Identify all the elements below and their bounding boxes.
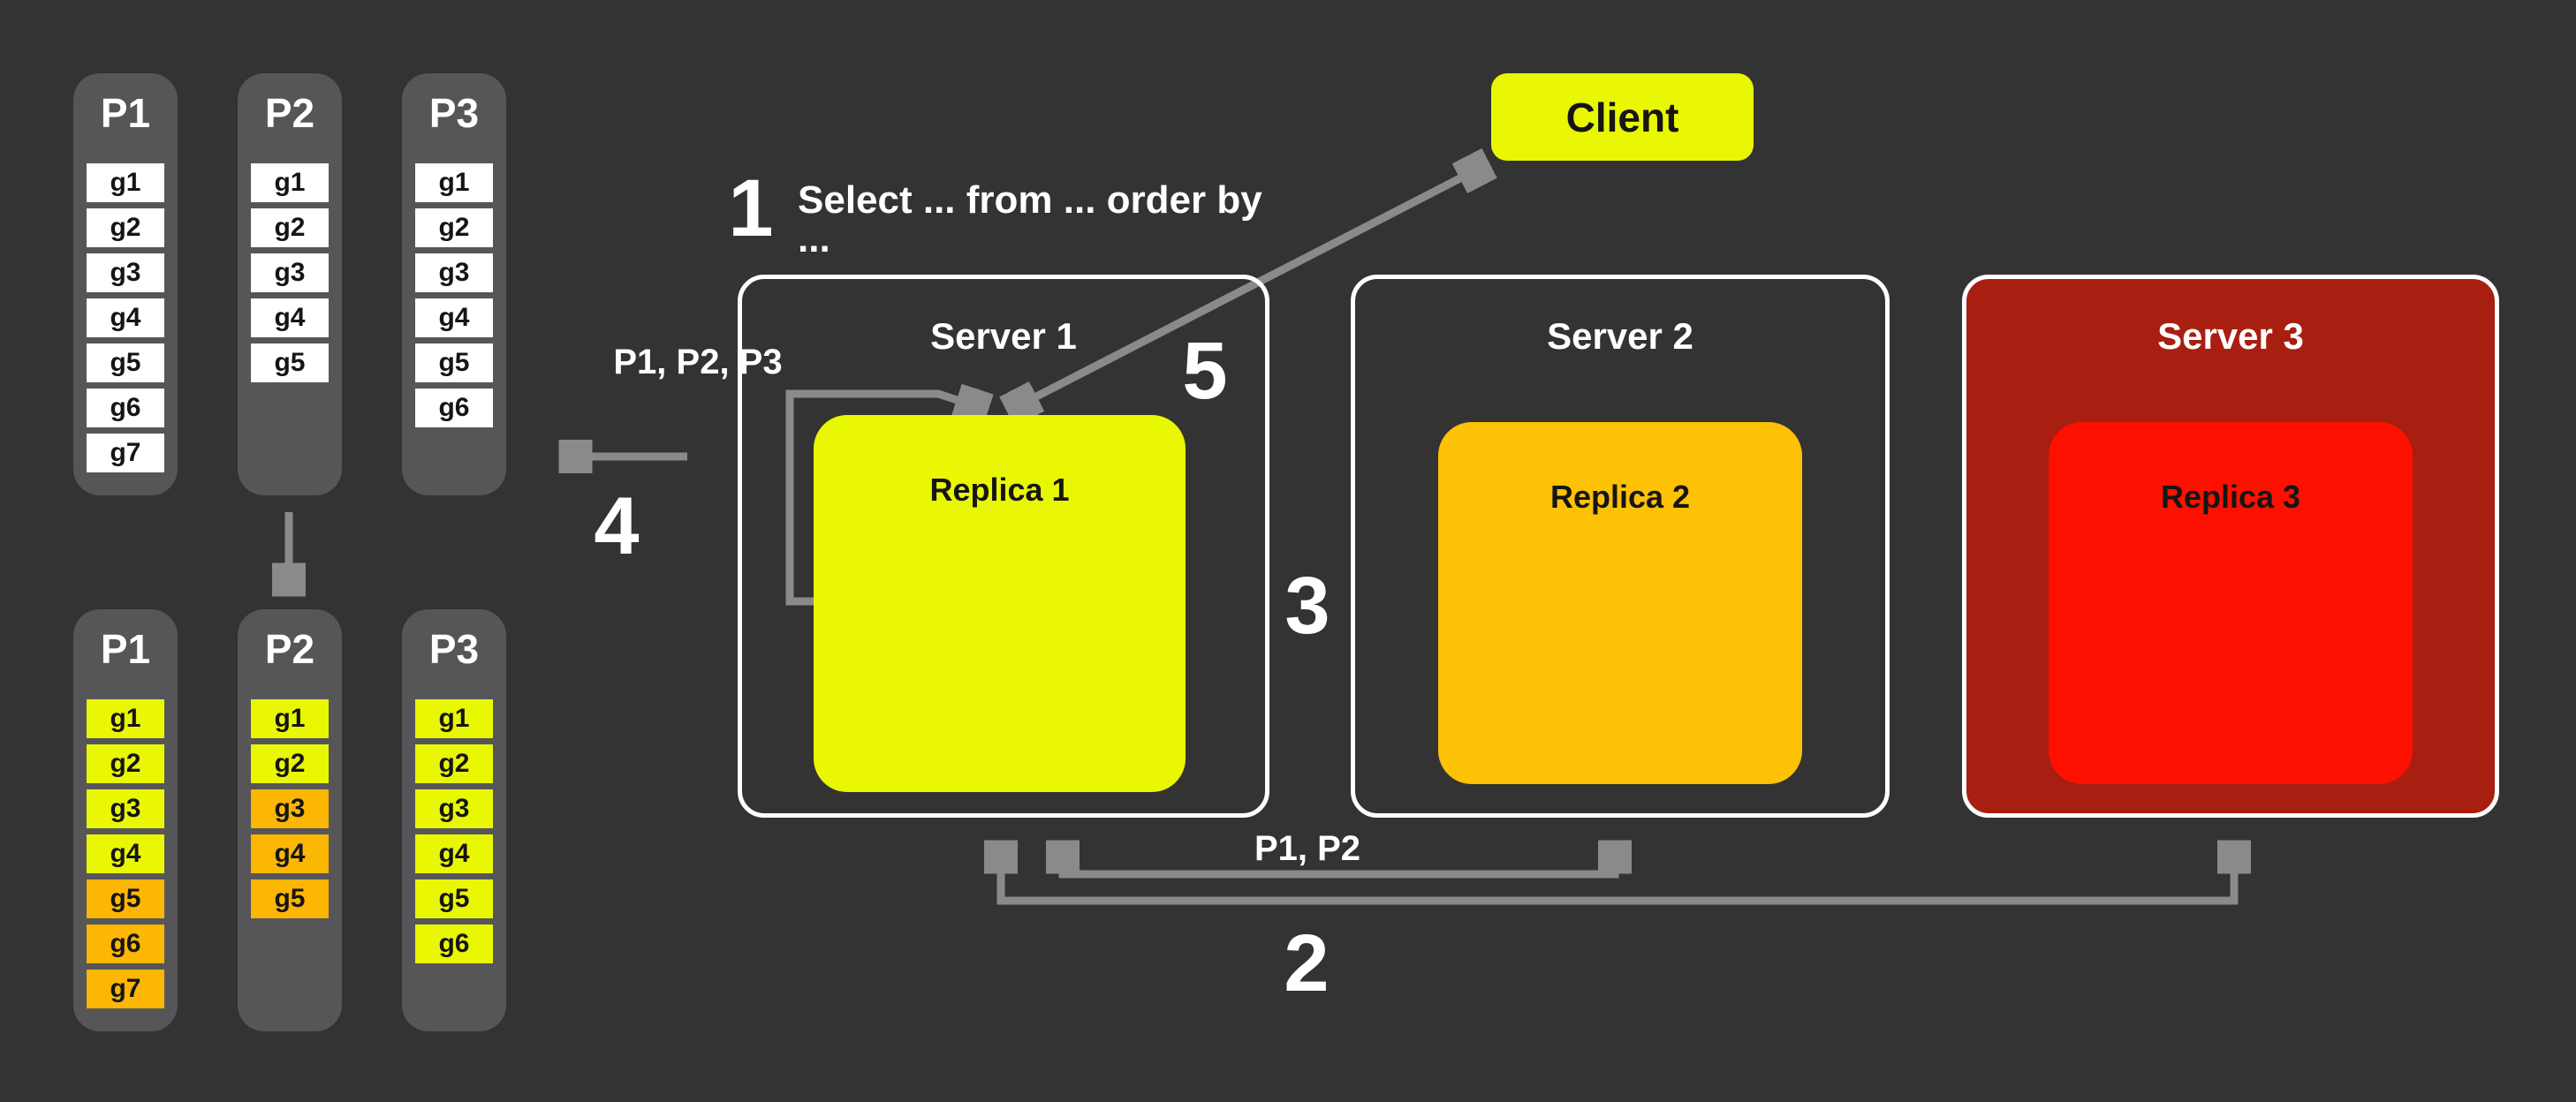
partition-cell: g6 — [87, 389, 164, 427]
partition-cell: g1 — [251, 163, 329, 202]
replica3-box: Replica 3 — [2049, 422, 2413, 784]
partition-column-p1-unsorted: P1 g1 g2 g3 g4 g5 g6 g7 — [73, 73, 178, 495]
partition-cell: g5 — [87, 879, 164, 918]
partition-cell: g6 — [415, 389, 493, 427]
partition-cell: g4 — [87, 834, 164, 873]
partition-column-p3-sorted: P3 g1 g2 g3 g4 g5 g6 — [402, 609, 506, 1031]
partition-cell: g5 — [251, 343, 329, 382]
partition-cells: g1 g2 g3 g4 g5 g6 — [402, 163, 506, 427]
partition-cell: g7 — [87, 970, 164, 1008]
partition-group-unsorted: P1 g1 g2 g3 g4 g5 g6 g7 P2 g1 g2 g3 g4 g5 P3 g1 g2 g3 g4 g5… — [73, 73, 506, 495]
step5-number: 5 — [1182, 326, 1228, 416]
partition-cell: g1 — [87, 699, 164, 738]
partition-cell: g3 — [87, 789, 164, 828]
partition-cell: g4 — [87, 298, 164, 337]
partition-cell: g5 — [251, 879, 329, 918]
partition-title: P2 — [264, 626, 315, 672]
partition-title: P3 — [428, 626, 480, 672]
partition-cell: g3 — [415, 253, 493, 292]
partition-cell: g4 — [251, 298, 329, 337]
partition-cell: g4 — [251, 834, 329, 873]
replica2-box: Replica 2 — [1438, 422, 1802, 784]
partition-cell: g6 — [87, 925, 164, 963]
query-text: Select ... from ... order by ... — [798, 178, 1262, 260]
partition-cells: g1 g2 g3 g4 g5 — [238, 163, 342, 382]
partition-cell: g2 — [415, 744, 493, 783]
step1-number: 1 — [728, 163, 774, 253]
partition-cell: g6 — [415, 925, 493, 963]
partition-cell: g1 — [251, 699, 329, 738]
partition-cell: g1 — [415, 163, 493, 202]
server3-label: Server 3 — [2157, 315, 2304, 357]
partition-column-p3-unsorted: P3 g1 g2 g3 g4 g5 g6 — [402, 73, 506, 495]
server2-label: Server 2 — [1547, 315, 1693, 357]
partition-cell: g2 — [251, 744, 329, 783]
partition-cell: g1 — [415, 699, 493, 738]
step2-number: 2 — [1284, 918, 1330, 1008]
partition-cell: g3 — [415, 789, 493, 828]
partition-cell: g2 — [87, 208, 164, 247]
partition-title: P2 — [264, 90, 315, 136]
client-box: Client — [1491, 73, 1754, 161]
partition-column-p1-sorted: P1 g1 g2 g3 g4 g5 g6 g7 — [73, 609, 178, 1031]
step4-number: 4 — [594, 481, 640, 571]
partition-cell: g3 — [251, 789, 329, 828]
partition-group-sorted: P1 g1 g2 g3 g4 g5 g6 g7 P2 g1 g2 g3 g4 g5 P3 g1 g2 g3 g4 g5… — [73, 609, 506, 1031]
partial-results-label: P1, P2 — [1254, 829, 1361, 868]
server1-server3-arrow — [1001, 850, 2234, 905]
step3-number: 3 — [1284, 561, 1330, 651]
partitions-label: P1, P2, P3 — [613, 343, 783, 381]
server1-box: Server 1 — [738, 275, 1269, 818]
partition-title: P3 — [428, 90, 480, 136]
partition-cells: g1 g2 g3 g4 g5 — [238, 699, 342, 918]
server1-label: Server 1 — [930, 315, 1077, 357]
partition-column-p2-unsorted: P2 g1 g2 g3 g4 g5 — [238, 73, 342, 495]
partition-title: P1 — [100, 90, 151, 136]
partition-cell: g2 — [415, 208, 493, 247]
partition-cell: g3 — [87, 253, 164, 292]
replica1-box: Replica 1 — [814, 415, 1186, 792]
partition-title: P1 — [100, 626, 151, 672]
partition-cells: g1 g2 g3 g4 g5 g6 g7 — [73, 163, 178, 472]
partition-column-p2-sorted: P2 g1 g2 g3 g4 g5 — [238, 609, 342, 1031]
partition-cell: g3 — [251, 253, 329, 292]
partition-cell: g5 — [415, 879, 493, 918]
partition-cell: g1 — [87, 163, 164, 202]
partition-cell: g5 — [415, 343, 493, 382]
partition-cells: g1 g2 g3 g4 g5 g6 g7 — [73, 699, 178, 1008]
partition-cell: g2 — [87, 744, 164, 783]
partition-cells: g1 g2 g3 g4 g5 g6 — [402, 699, 506, 963]
partition-cell: g4 — [415, 298, 493, 337]
partition-cell: g2 — [251, 208, 329, 247]
partition-cell: g7 — [87, 434, 164, 472]
partition-cell: g4 — [415, 834, 493, 873]
server2-box: Server 2 — [1351, 275, 1890, 818]
partition-cell: g5 — [87, 343, 164, 382]
